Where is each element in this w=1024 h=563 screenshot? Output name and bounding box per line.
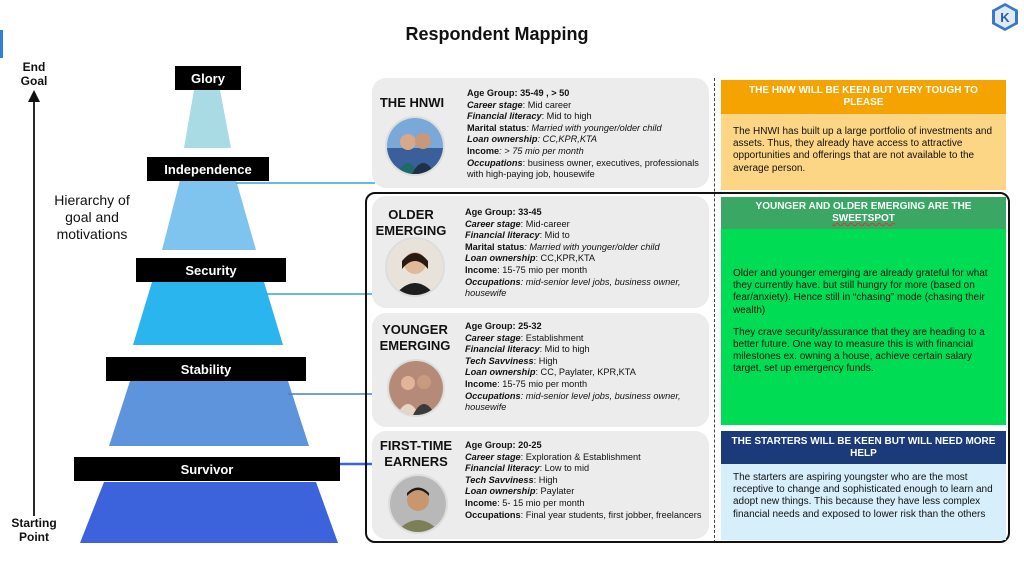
segment-details-younger: Age Group: 25-32 Career stage: Establish… [465, 321, 681, 413]
level-stability: Stability [106, 357, 306, 381]
segment-details-first: Age Group: 20-25 Career stage: Explorati… [465, 440, 702, 520]
insight-heading-emerging: YOUNGER AND OLDER EMERGING ARE THE SWEET… [721, 197, 1006, 229]
emerging-frame [365, 192, 1010, 543]
insight-body-emerging: Older and younger emerging are already g… [721, 229, 1006, 425]
page-title: Respondent Mapping [405, 24, 589, 44]
insight-heading-hnwi: THE HNW WILL BE KEEN BUT VERY TOUGH TO P… [721, 80, 1006, 114]
level-independence: Independence [147, 157, 269, 181]
segment-name: THE HNWI [379, 95, 445, 110]
pyramid-tier-stability [109, 381, 309, 446]
segment-name: OLDER EMERGING [375, 207, 447, 238]
level-glory: Glory [175, 66, 241, 90]
pyramid-tier-glory [184, 90, 231, 148]
insight-heading-line: SWEETSPOT [832, 213, 895, 224]
side-accent-bar [0, 30, 3, 58]
segment-name: YOUNGER EMERGING [379, 322, 451, 353]
insight-heading-line: YOUNGER AND OLDER EMERGING ARE THE [755, 201, 972, 212]
svg-text:K: K [1000, 10, 1010, 25]
insight-body-starters: The starters are aspiring youngster who … [721, 464, 1006, 540]
segment-details-older: Age Group: 33-45 Career stage: Mid-caree… [465, 207, 681, 299]
segment-name: FIRST-TIME EARNERS [379, 438, 453, 469]
pyramid-tier-security [133, 282, 283, 345]
level-security: Security [136, 258, 286, 282]
level-survivor: Survivor [74, 457, 340, 481]
pyramid [80, 90, 375, 543]
pyramid-tier-independence [162, 180, 256, 250]
starting-point-label: Starting Point [11, 516, 57, 544]
pyramid-tier-survivor [80, 482, 338, 543]
segment-details-hnwi: Age Group: 35-49 , > 50 Career stage: Mi… [467, 88, 699, 180]
avatar [387, 359, 445, 417]
end-goal-label: End Goal [20, 60, 48, 88]
avatar [385, 116, 445, 176]
insight-heading-starters: THE STARTERS WILL BE KEEN BUT WILL NEED … [721, 431, 1006, 464]
avatar [385, 237, 445, 297]
axis-arrow [28, 90, 40, 516]
column-divider [714, 78, 715, 543]
hierarchy-label: Hierarchy of goal and motivations [54, 192, 130, 242]
insight-body-hnwi: The HNWI has built up a large portfolio … [721, 114, 1006, 190]
avatar [388, 474, 448, 534]
brand-logo-icon: K [990, 2, 1020, 32]
